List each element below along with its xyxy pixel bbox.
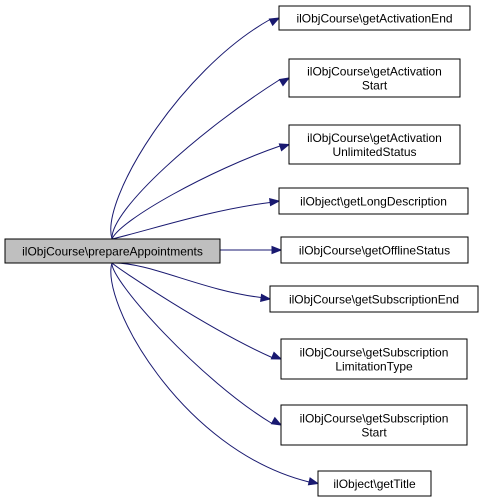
callee-node-box [280, 404, 468, 446]
callee-node[interactable]: ilObject\getTitle [317, 470, 432, 497]
root-node-box [4, 238, 221, 264]
call-edge [111, 202, 271, 240]
call-edge-arrowhead [278, 143, 291, 152]
call-edge [110, 19, 271, 240]
callee-node-label: ilObjCourse\getActivationEnd [296, 12, 452, 26]
callee-node-label: ilObject\getTitle [333, 477, 416, 491]
call-edge [111, 262, 273, 424]
call-edge-arrowhead [307, 477, 320, 486]
call-edge-arrowhead [260, 293, 272, 302]
callee-node[interactable]: ilObjCourse\getSubscriptionLimitationTyp… [280, 338, 468, 380]
call-edge-arrowhead [268, 17, 281, 27]
call-edge [111, 145, 281, 240]
callee-node-box [288, 58, 461, 98]
call-edge [111, 79, 281, 240]
callee-node-label: ilObjCourse\getOfflineStatus [299, 244, 450, 258]
call-edge [111, 262, 273, 358]
callee-node[interactable]: ilObject\getLongDescription [278, 187, 469, 215]
callee-node[interactable]: ilObjCourse\getActivationEnd [278, 5, 471, 31]
call-edge [111, 262, 262, 298]
callee-node-label: ilObject\getLongDescription [300, 195, 447, 209]
call-edge-arrowhead [278, 77, 291, 87]
callee-node-box [269, 285, 479, 313]
callee-node-label: ilObjCourse\getSubscription [300, 412, 449, 426]
callee-node-label: Start [361, 426, 387, 440]
call-edge [110, 262, 310, 483]
callee-node-box [278, 5, 471, 31]
callee-node-label: ilObjCourse\getActivation [307, 131, 442, 145]
callee-node-box [317, 470, 432, 497]
root-node-label: ilObjCourse\prepareAppointments [22, 245, 203, 259]
call-edge-arrowhead [270, 416, 283, 426]
callee-node-label: UnlimitedStatus [332, 145, 416, 159]
root-node[interactable]: ilObjCourse\prepareAppointments [4, 238, 221, 264]
callee-node-box [280, 338, 468, 380]
callee-node-box [280, 236, 469, 264]
callee-node-label: ilObjCourse\getActivation [307, 65, 442, 79]
callee-node[interactable]: ilObjCourse\getOfflineStatus [280, 236, 469, 264]
callee-node-label: Start [362, 79, 388, 93]
call-edge-arrowhead [270, 351, 283, 360]
callee-node-box [278, 187, 469, 215]
callee-node-label: ilObjCourse\getSubscription [300, 346, 449, 360]
callee-node-label: LimitationType [335, 360, 413, 374]
callee-node[interactable]: ilObjCourse\getSubscriptionEnd [269, 285, 479, 313]
call-edge-arrowhead [271, 245, 283, 255]
call-edge-arrowhead [269, 198, 281, 207]
callee-node-label: ilObjCourse\getSubscriptionEnd [289, 293, 459, 307]
callee-node-box [288, 124, 461, 165]
call-nodes: ilObjCourse\prepareAppointments ilObjCou… [4, 5, 479, 497]
call-edges [110, 17, 320, 486]
